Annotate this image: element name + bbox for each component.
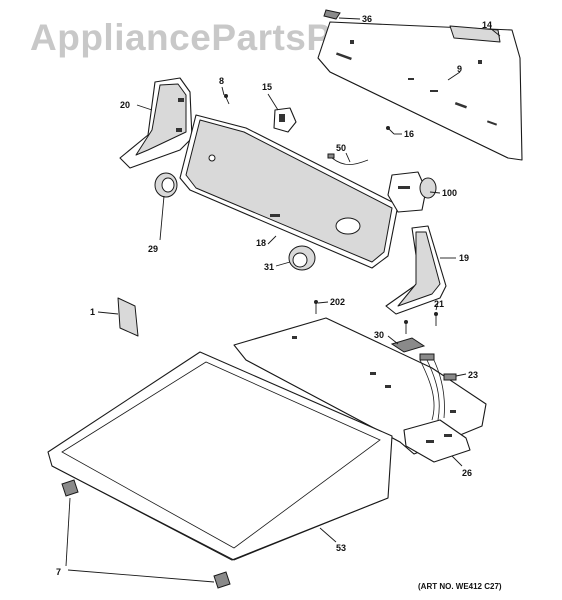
callout-100: 100 <box>442 188 457 198</box>
callout-15: 15 <box>262 82 272 92</box>
callout-20: 20 <box>120 100 130 110</box>
part-8-screw <box>224 94 230 105</box>
callout-29: 29 <box>148 244 158 254</box>
part-23-wiring-harness <box>419 353 457 421</box>
art-number: (ART NO. WE412 C27) <box>418 582 502 591</box>
part-18-control-panel <box>179 114 399 269</box>
callout-50: 50 <box>336 143 346 153</box>
callout-21: 21 <box>434 299 444 309</box>
part-16-screw <box>386 126 395 135</box>
part-30-bracket-plate <box>390 337 426 353</box>
callout-9: 9 <box>457 64 462 74</box>
part-19-right-end-cap <box>385 225 447 315</box>
callout-53: 53 <box>336 543 346 553</box>
part-1-literature-card <box>117 297 139 337</box>
part-15-switch <box>273 107 297 133</box>
callout-31: 31 <box>264 262 274 272</box>
callout-7: 7 <box>56 567 61 577</box>
part-20-left-end-cap <box>119 77 193 169</box>
part-26-terminal-block <box>403 419 471 463</box>
callout-18: 18 <box>256 238 266 248</box>
part-29-knob <box>154 172 178 198</box>
leader-lines <box>65 17 501 583</box>
callout-labels: 36 14 9 8 15 20 16 50 100 29 18 19 31 1 … <box>56 14 492 577</box>
callout-26: 26 <box>462 468 472 478</box>
part-9-backsplash-panel <box>317 21 523 161</box>
callout-8: 8 <box>219 76 224 86</box>
part-31-knob <box>288 245 316 271</box>
part-7-glides <box>61 479 231 589</box>
top-support-frame <box>233 317 487 455</box>
part-14-corner-bracket <box>449 25 501 43</box>
callout-16: 16 <box>404 129 414 139</box>
callout-1: 1 <box>90 307 95 317</box>
callout-202: 202 <box>330 297 345 307</box>
part-50-wire-harness <box>327 153 369 166</box>
callout-30: 30 <box>374 330 384 340</box>
part-100-timer-module <box>387 171 437 213</box>
part-36-clip <box>323 9 341 20</box>
callout-14: 14 <box>482 20 492 30</box>
part-53-main-top <box>47 351 393 561</box>
callout-19: 19 <box>459 253 469 263</box>
callout-23: 23 <box>468 370 478 380</box>
part-202-screw <box>314 300 318 314</box>
callout-36: 36 <box>362 14 372 24</box>
part-21-screws <box>404 312 438 334</box>
